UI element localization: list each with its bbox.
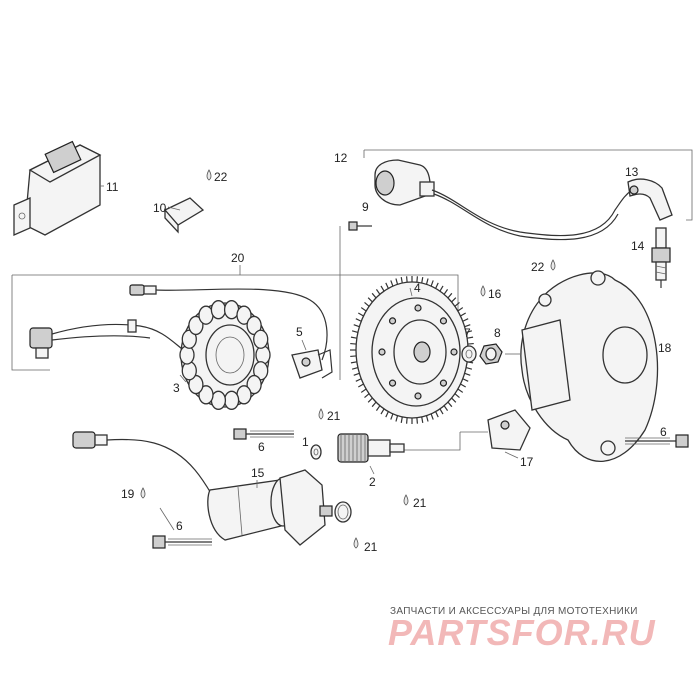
stator xyxy=(179,300,271,410)
grease-drop-icon xyxy=(403,494,409,506)
callout-7: 7 xyxy=(464,326,471,340)
flywheel xyxy=(350,276,474,424)
starter-cover xyxy=(487,409,531,451)
callout-21c: 21 xyxy=(364,540,378,554)
bolt xyxy=(348,221,372,231)
pickup-sensor xyxy=(291,349,333,379)
callout-21a: 21 xyxy=(327,409,341,423)
callout-2: 2 xyxy=(369,475,376,489)
callout-6c: 6 xyxy=(660,425,667,439)
callout-18: 18 xyxy=(658,341,672,355)
callout-22a: 22 xyxy=(214,170,228,184)
callout-19: 19 xyxy=(121,487,135,501)
callout-9: 9 xyxy=(362,200,369,214)
washer xyxy=(461,345,477,363)
grease-drop-icon xyxy=(480,285,486,297)
generator-cover xyxy=(520,270,659,463)
callout-15: 15 xyxy=(251,466,265,480)
spark-plug xyxy=(651,227,671,288)
grease-drop-icon xyxy=(140,487,146,499)
callout-13: 13 xyxy=(625,165,639,179)
callout-17: 17 xyxy=(520,455,534,469)
callout-4: 4 xyxy=(414,281,421,295)
callout-12: 12 xyxy=(334,151,348,165)
callout-11: 11 xyxy=(106,180,119,194)
callout-16: 16 xyxy=(488,287,502,301)
callout-20: 20 xyxy=(231,251,245,265)
washer xyxy=(310,444,322,460)
callout-21b: 21 xyxy=(413,496,427,510)
callout-1: 1 xyxy=(302,435,309,449)
nut xyxy=(479,343,503,365)
grease-drop-icon xyxy=(206,169,212,181)
callout-14: 14 xyxy=(631,239,645,253)
starter-drive xyxy=(337,433,405,463)
ignition-coil xyxy=(363,149,693,241)
bolt xyxy=(233,428,294,440)
grease-drop-icon xyxy=(550,259,556,271)
callout-22b: 22 xyxy=(531,260,545,274)
callout-5: 5 xyxy=(296,325,303,339)
grease-drop-icon xyxy=(318,408,324,420)
bolt xyxy=(152,535,212,549)
starter-motor xyxy=(72,431,352,546)
callout-3: 3 xyxy=(173,381,180,395)
rubber-block xyxy=(163,197,205,234)
callout-6b: 6 xyxy=(176,519,183,533)
bolt xyxy=(625,434,689,448)
wiring-harness xyxy=(29,284,328,361)
callout-10: 10 xyxy=(153,201,167,215)
spark-plug-cap xyxy=(627,178,673,221)
cdi-unit xyxy=(13,140,102,236)
grease-drop-icon xyxy=(353,537,359,549)
footer-subtitle: ЗАПЧАСТИ И АКСЕССУАРЫ ДЛЯ МОТОТЕХНИКИ xyxy=(390,606,638,617)
callout-8: 8 xyxy=(494,326,501,340)
callout-6a: 6 xyxy=(258,440,265,454)
brand-watermark: PARTSFOR.RU xyxy=(388,612,656,653)
